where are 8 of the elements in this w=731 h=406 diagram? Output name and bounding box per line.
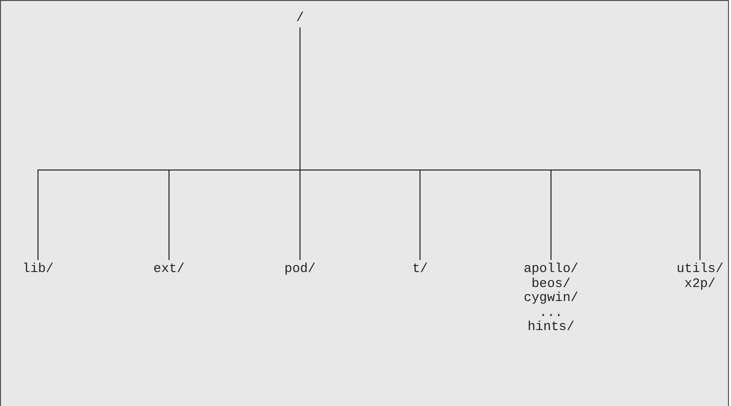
directory-label: apollo/ beos/ cygwin/ ... hints/ bbox=[522, 262, 580, 335]
directory-label: lib/ bbox=[21, 262, 55, 277]
directory-label: t/ bbox=[411, 262, 429, 277]
directory-label: pod/ bbox=[283, 262, 317, 277]
tree-connector bbox=[300, 27, 700, 260]
root-directory-label: / bbox=[295, 11, 305, 26]
directory-label: utils/ x2p/ bbox=[676, 262, 724, 292]
directory-label: ext/ bbox=[152, 262, 186, 277]
